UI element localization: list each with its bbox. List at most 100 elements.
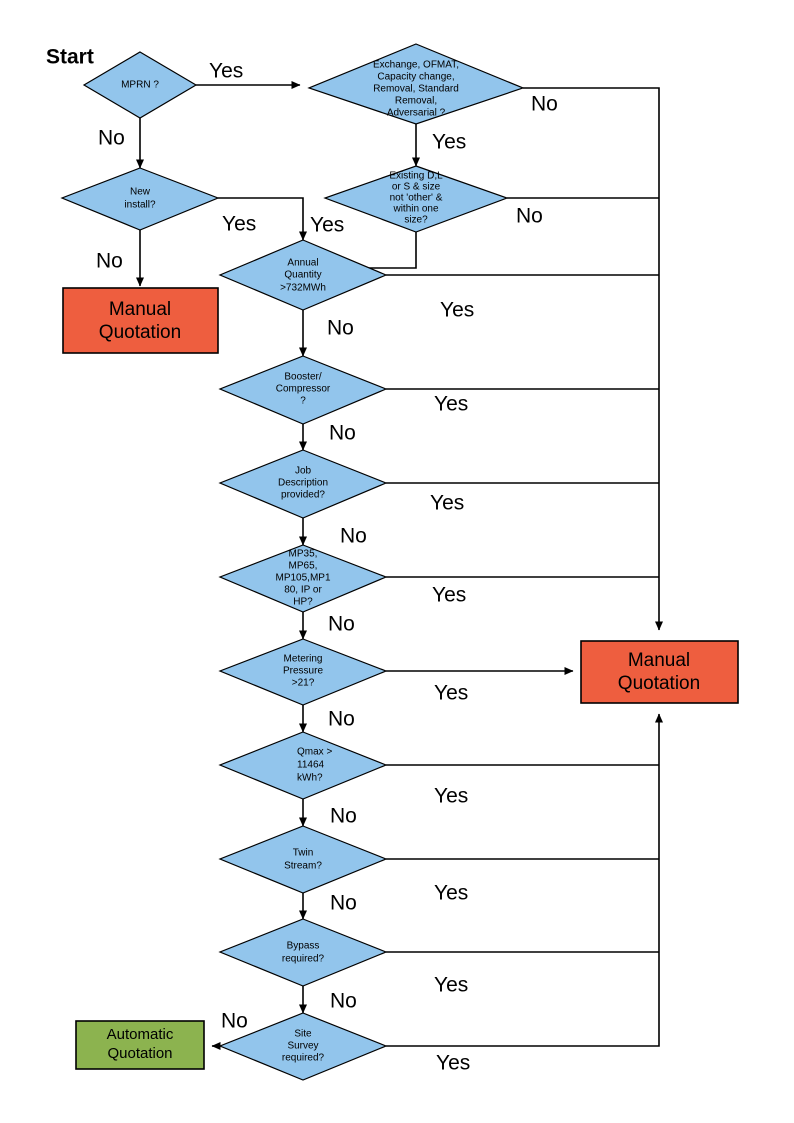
decision-mprn-line-0: MPRN ? [121, 80, 159, 91]
label-metering-no: No [328, 708, 355, 731]
decision-job-line-2: provided? [281, 490, 325, 501]
decision-twin-line-0: Twin [293, 848, 314, 859]
decision-annual-quantity-line-2: >732MWh [280, 283, 326, 294]
decision-bypass-line-0: Bypass [287, 941, 320, 952]
edge-sitesurvey-yes [386, 713, 663, 1047]
decision-site-line-1: Survey [287, 1041, 318, 1052]
edge-newinstall-yes [218, 197, 307, 241]
decision-mp-line-4: HP? [293, 597, 313, 608]
decision-existing-dls-shape [323, 165, 509, 233]
decision-booster-line-2: ? [300, 396, 306, 407]
decision-job-description[interactable]: Job Description provided? [218, 449, 388, 519]
decision-qmax-line-2: kWh? [297, 773, 323, 784]
manual-quotation-left-box [62, 287, 219, 354]
decision-exchange-line-4: Adversarial ? [387, 108, 446, 119]
decision-existing-dls-line-3: within one [392, 204, 438, 215]
decision-site-line-2: required? [282, 1053, 325, 1064]
decision-exchange-line-0: Exchange, OFMAT, [373, 60, 459, 71]
decision-metering-pressure[interactable]: Metering Pressure >21? [218, 638, 388, 706]
manual-right-line-0: Manual [628, 650, 690, 671]
decision-site-line-0: Site [294, 1029, 312, 1040]
label-mprating-no: No [328, 613, 355, 636]
manual-left-line-1: Quotation [99, 322, 181, 343]
label-job-yes: Yes [430, 492, 464, 515]
decision-mprn[interactable]: MPRN ? [82, 51, 198, 119]
decision-twin-stream-shape [218, 825, 388, 894]
manual-right-line-1: Quotation [618, 673, 700, 694]
start-label: Start [46, 46, 94, 69]
decision-job-description-shape [218, 449, 388, 519]
decision-booster-line-1: Compressor [276, 384, 331, 395]
label-job-no: No [340, 525, 367, 548]
terminal-manual-quotation-right[interactable]: Manual Quotation [580, 640, 739, 704]
decision-existing-dls[interactable]: Existing D,L or S & size not 'other' & w… [323, 165, 509, 233]
decision-metering-line-1: Pressure [283, 666, 323, 677]
decision-job-line-0: Job [295, 466, 312, 477]
decision-exchange-line-3: Removal, [395, 96, 437, 107]
decision-new-install-line-1: install? [124, 200, 156, 211]
label-qmax-no: No [330, 805, 357, 828]
decision-qmax-shape [218, 731, 388, 800]
decision-new-install[interactable]: New install? [60, 167, 220, 231]
terminal-automatic-quotation[interactable]: Automatic Quotation [75, 1020, 205, 1070]
decision-annual-quantity-line-1: Quantity [284, 270, 321, 281]
decision-existing-dls-line-0: Existing D,L [389, 171, 443, 182]
decision-job-line-1: Description [278, 478, 328, 489]
decision-metering-line-0: Metering [284, 654, 323, 665]
decision-bypass-line-1: required? [282, 954, 325, 965]
decision-twin-stream[interactable]: Twin Stream? [218, 825, 388, 894]
decision-mp-line-0: MP35, [289, 549, 318, 560]
decision-booster-compressor[interactable]: Booster/ Compressor ? [218, 355, 388, 425]
decision-qmax-line-1: 11464 [297, 760, 325, 771]
label-exchange-no: No [531, 93, 558, 116]
label-annual-yes: Yes [440, 299, 474, 322]
label-exchange-yes: Yes [432, 131, 466, 154]
decision-existing-dls-line-4: size? [404, 215, 428, 226]
label-booster-yes: Yes [434, 393, 468, 416]
decision-annual-quantity-shape [218, 239, 388, 311]
label-qmax-yes: Yes [434, 785, 468, 808]
decision-mprn-shape [82, 51, 198, 119]
label-annual-no: No [327, 317, 354, 340]
decision-mp-rating-shape [218, 544, 388, 613]
decision-exchange-shape [307, 43, 525, 125]
label-twin-yes: Yes [434, 882, 468, 905]
label-mprn-yes: Yes [209, 60, 243, 83]
label-sitesurvey-yes: Yes [436, 1052, 470, 1075]
decision-booster-line-0: Booster/ [284, 372, 321, 383]
decision-bypass-shape [218, 918, 388, 987]
label-newinstall-no: No [96, 250, 123, 273]
decision-metering-pressure-shape [218, 638, 388, 706]
label-bypass-yes: Yes [434, 974, 468, 997]
decision-mp-line-3: 80, IP or [284, 585, 322, 596]
decision-annual-quantity-line-0: Annual [287, 258, 318, 269]
decision-exchange-line-1: Capacity change, [377, 72, 454, 83]
label-mprn-no: No [98, 127, 125, 150]
decision-metering-line-2: >21? [292, 678, 315, 689]
automatic-quotation-box [75, 1020, 205, 1070]
label-existing-no: No [516, 205, 543, 228]
decision-new-install-shape [60, 167, 220, 231]
decision-qmax-line-0: Qmax > [297, 747, 332, 758]
decision-mp-line-2: MP105,MP1 [275, 573, 330, 584]
decision-site-survey-shape [218, 1012, 388, 1081]
decision-twin-line-1: Stream? [284, 861, 322, 872]
decision-existing-dls-line-1: or S & size [392, 182, 441, 193]
terminal-manual-quotation-left[interactable]: Manual Quotation [62, 287, 219, 354]
decision-qmax[interactable]: Qmax > 11464 kWh? [218, 731, 388, 800]
decision-annual-quantity[interactable]: Annual Quantity >732MWh [218, 239, 388, 311]
label-existing-yes: Yes [310, 214, 344, 237]
label-bypass-no: No [330, 990, 357, 1013]
decision-site-survey[interactable]: Site Survey required? [218, 1012, 388, 1081]
decision-mp-rating[interactable]: MP35, MP65, MP105,MP1 80, IP or HP? [218, 544, 388, 613]
label-booster-no: No [329, 422, 356, 445]
label-newinstall-yes: Yes [222, 213, 256, 236]
decision-bypass[interactable]: Bypass required? [218, 918, 388, 987]
manual-left-line-0: Manual [109, 299, 171, 320]
label-metering-yes: Yes [434, 682, 468, 705]
decision-mp-line-1: MP65, [289, 561, 318, 572]
decision-exchange[interactable]: Exchange, OFMAT, Capacity change, Remova… [307, 43, 525, 125]
decision-existing-dls-line-2: not 'other' & [390, 193, 443, 204]
